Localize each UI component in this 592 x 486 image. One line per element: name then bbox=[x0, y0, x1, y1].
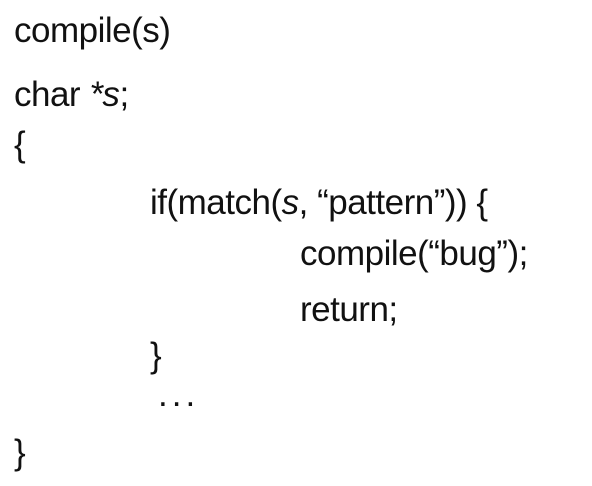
code-line-2-end: ; bbox=[119, 75, 129, 114]
code-line-4-start: if(match( bbox=[150, 183, 282, 222]
code-line-2-type: char bbox=[14, 75, 90, 114]
code-line-5: compile(“bug”); bbox=[300, 234, 528, 273]
code-line-7: } bbox=[150, 336, 162, 375]
code-line-4: if(match(s, “pattern”)) { bbox=[150, 185, 488, 220]
code-line-2: char *s; bbox=[14, 77, 129, 112]
code-line-3: { bbox=[14, 125, 26, 164]
code-line-4-end: , “pattern”)) { bbox=[298, 183, 488, 222]
code-line-8-ellipsis: ... bbox=[158, 375, 200, 414]
code-line-6: return; bbox=[300, 290, 398, 329]
code-line-2-pointer: *s bbox=[89, 75, 120, 114]
code-line-1: compile(s) bbox=[14, 11, 171, 50]
code-line-4-var: s bbox=[281, 183, 300, 222]
code-line-9: } bbox=[14, 433, 26, 472]
